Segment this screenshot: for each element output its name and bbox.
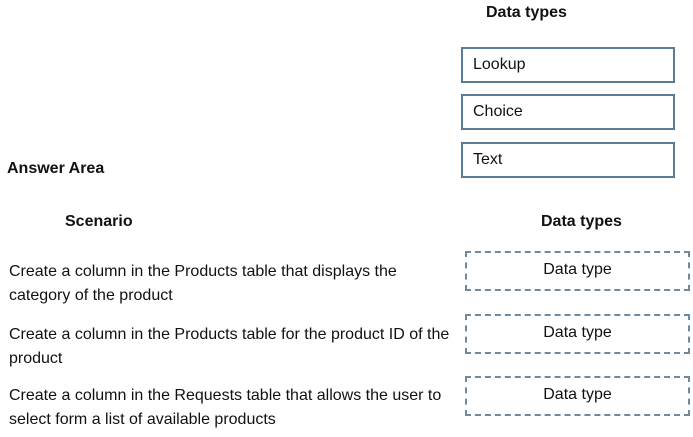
scenario-text: Create a column in the Products table fo… <box>9 326 450 367</box>
drop-target[interactable]: Data type <box>465 376 690 416</box>
data-types-column-header: Data types <box>541 213 622 230</box>
drop-target[interactable]: Data type <box>465 314 690 354</box>
draggable-option-text[interactable]: Text <box>461 142 675 178</box>
source-panel-title: Data types <box>486 4 567 21</box>
scenario-text: Create a column in the Products table th… <box>9 263 397 304</box>
draggable-option-choice[interactable]: Choice <box>461 94 675 130</box>
scenario-text: Create a column in the Requests table th… <box>9 387 442 428</box>
scenario-column-header: Scenario <box>65 213 133 230</box>
answer-area-title: Answer Area <box>7 160 105 177</box>
draggable-option-lookup[interactable]: Lookup <box>461 47 675 83</box>
drop-target[interactable]: Data type <box>465 251 690 291</box>
